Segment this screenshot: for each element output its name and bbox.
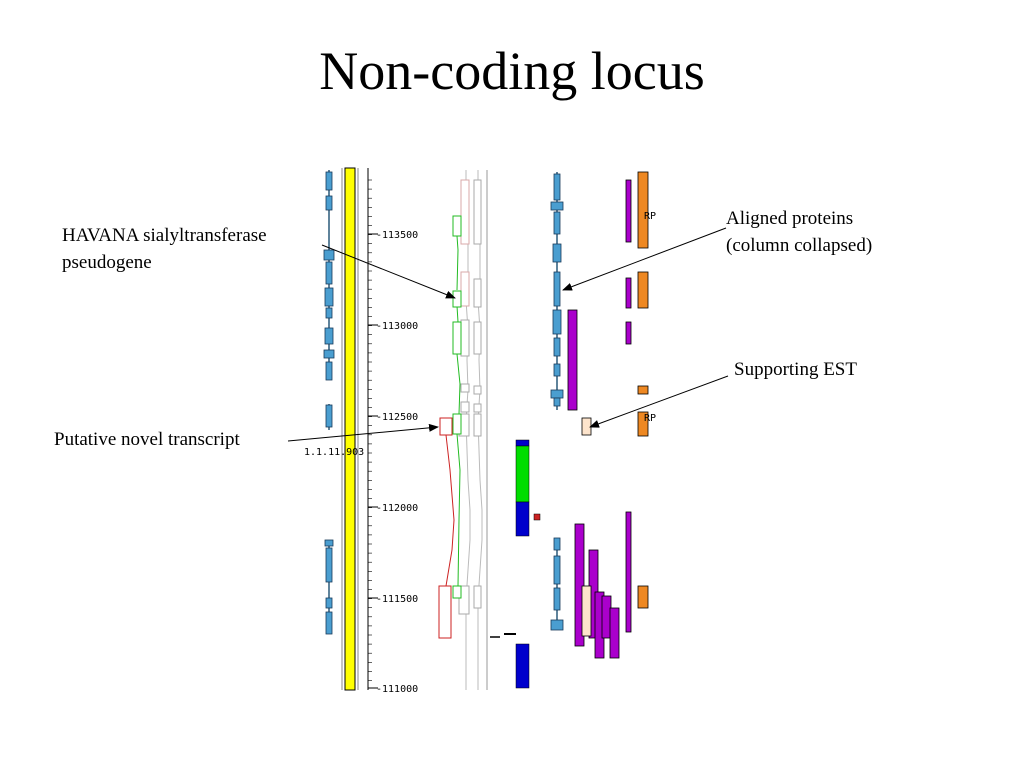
aligned-proteins-annotation: Aligned proteins (column collapsed) [726, 205, 872, 259]
supporting-est-arrow [589, 375, 729, 428]
havana-annotation-line2: pseudogene [62, 252, 152, 273]
supporting-est-annotation: Supporting EST [734, 359, 857, 380]
aligned-proteins-line1: Aligned proteins [726, 208, 854, 229]
aligned-proteins-arrow [562, 227, 727, 291]
ruler-tick-label: -112000 [376, 503, 418, 514]
putative-novel-transcript [438, 417, 455, 639]
clone-label: 1.1.11.903 [304, 447, 364, 458]
coverage-column [490, 439, 541, 689]
aligned-proteins-line2: (column collapsed) [726, 235, 873, 256]
ruler-tick-label: -112500 [376, 412, 418, 423]
repeat-features [637, 171, 649, 609]
ruler-tick-label: -113500 [376, 230, 418, 241]
slide-title: Non-coding locus [319, 41, 705, 101]
ruler-tick-label: -113000 [376, 321, 418, 332]
ruler-tick-label: -111000 [376, 684, 418, 695]
ruler: -113500 -113000 -112500 -112000 -111500 … [367, 168, 418, 695]
annotation-arrows [287, 227, 729, 442]
putative-novel-annotation: Putative novel transcript [54, 429, 240, 450]
aligned-proteins-column [550, 172, 564, 631]
havana-annotation: HAVANA sialyltransferase pseudogene [62, 222, 267, 276]
putative-novel-arrow [287, 423, 439, 442]
left-feature-column [323, 170, 335, 635]
ruler-tick-label: -111500 [376, 594, 418, 605]
havana-pseudogene-transcript [452, 215, 462, 599]
ruler-minor-ticks [368, 179, 372, 681]
havana-annotation-line1: HAVANA sialyltransferase [62, 225, 267, 246]
transcript-variants-column [458, 170, 488, 690]
repeat-label: RP [644, 413, 656, 424]
contig-band [341, 167, 359, 691]
protein-alignment-bars [567, 179, 632, 659]
havana-arrow [321, 244, 456, 299]
repeat-label: RP [644, 211, 656, 222]
